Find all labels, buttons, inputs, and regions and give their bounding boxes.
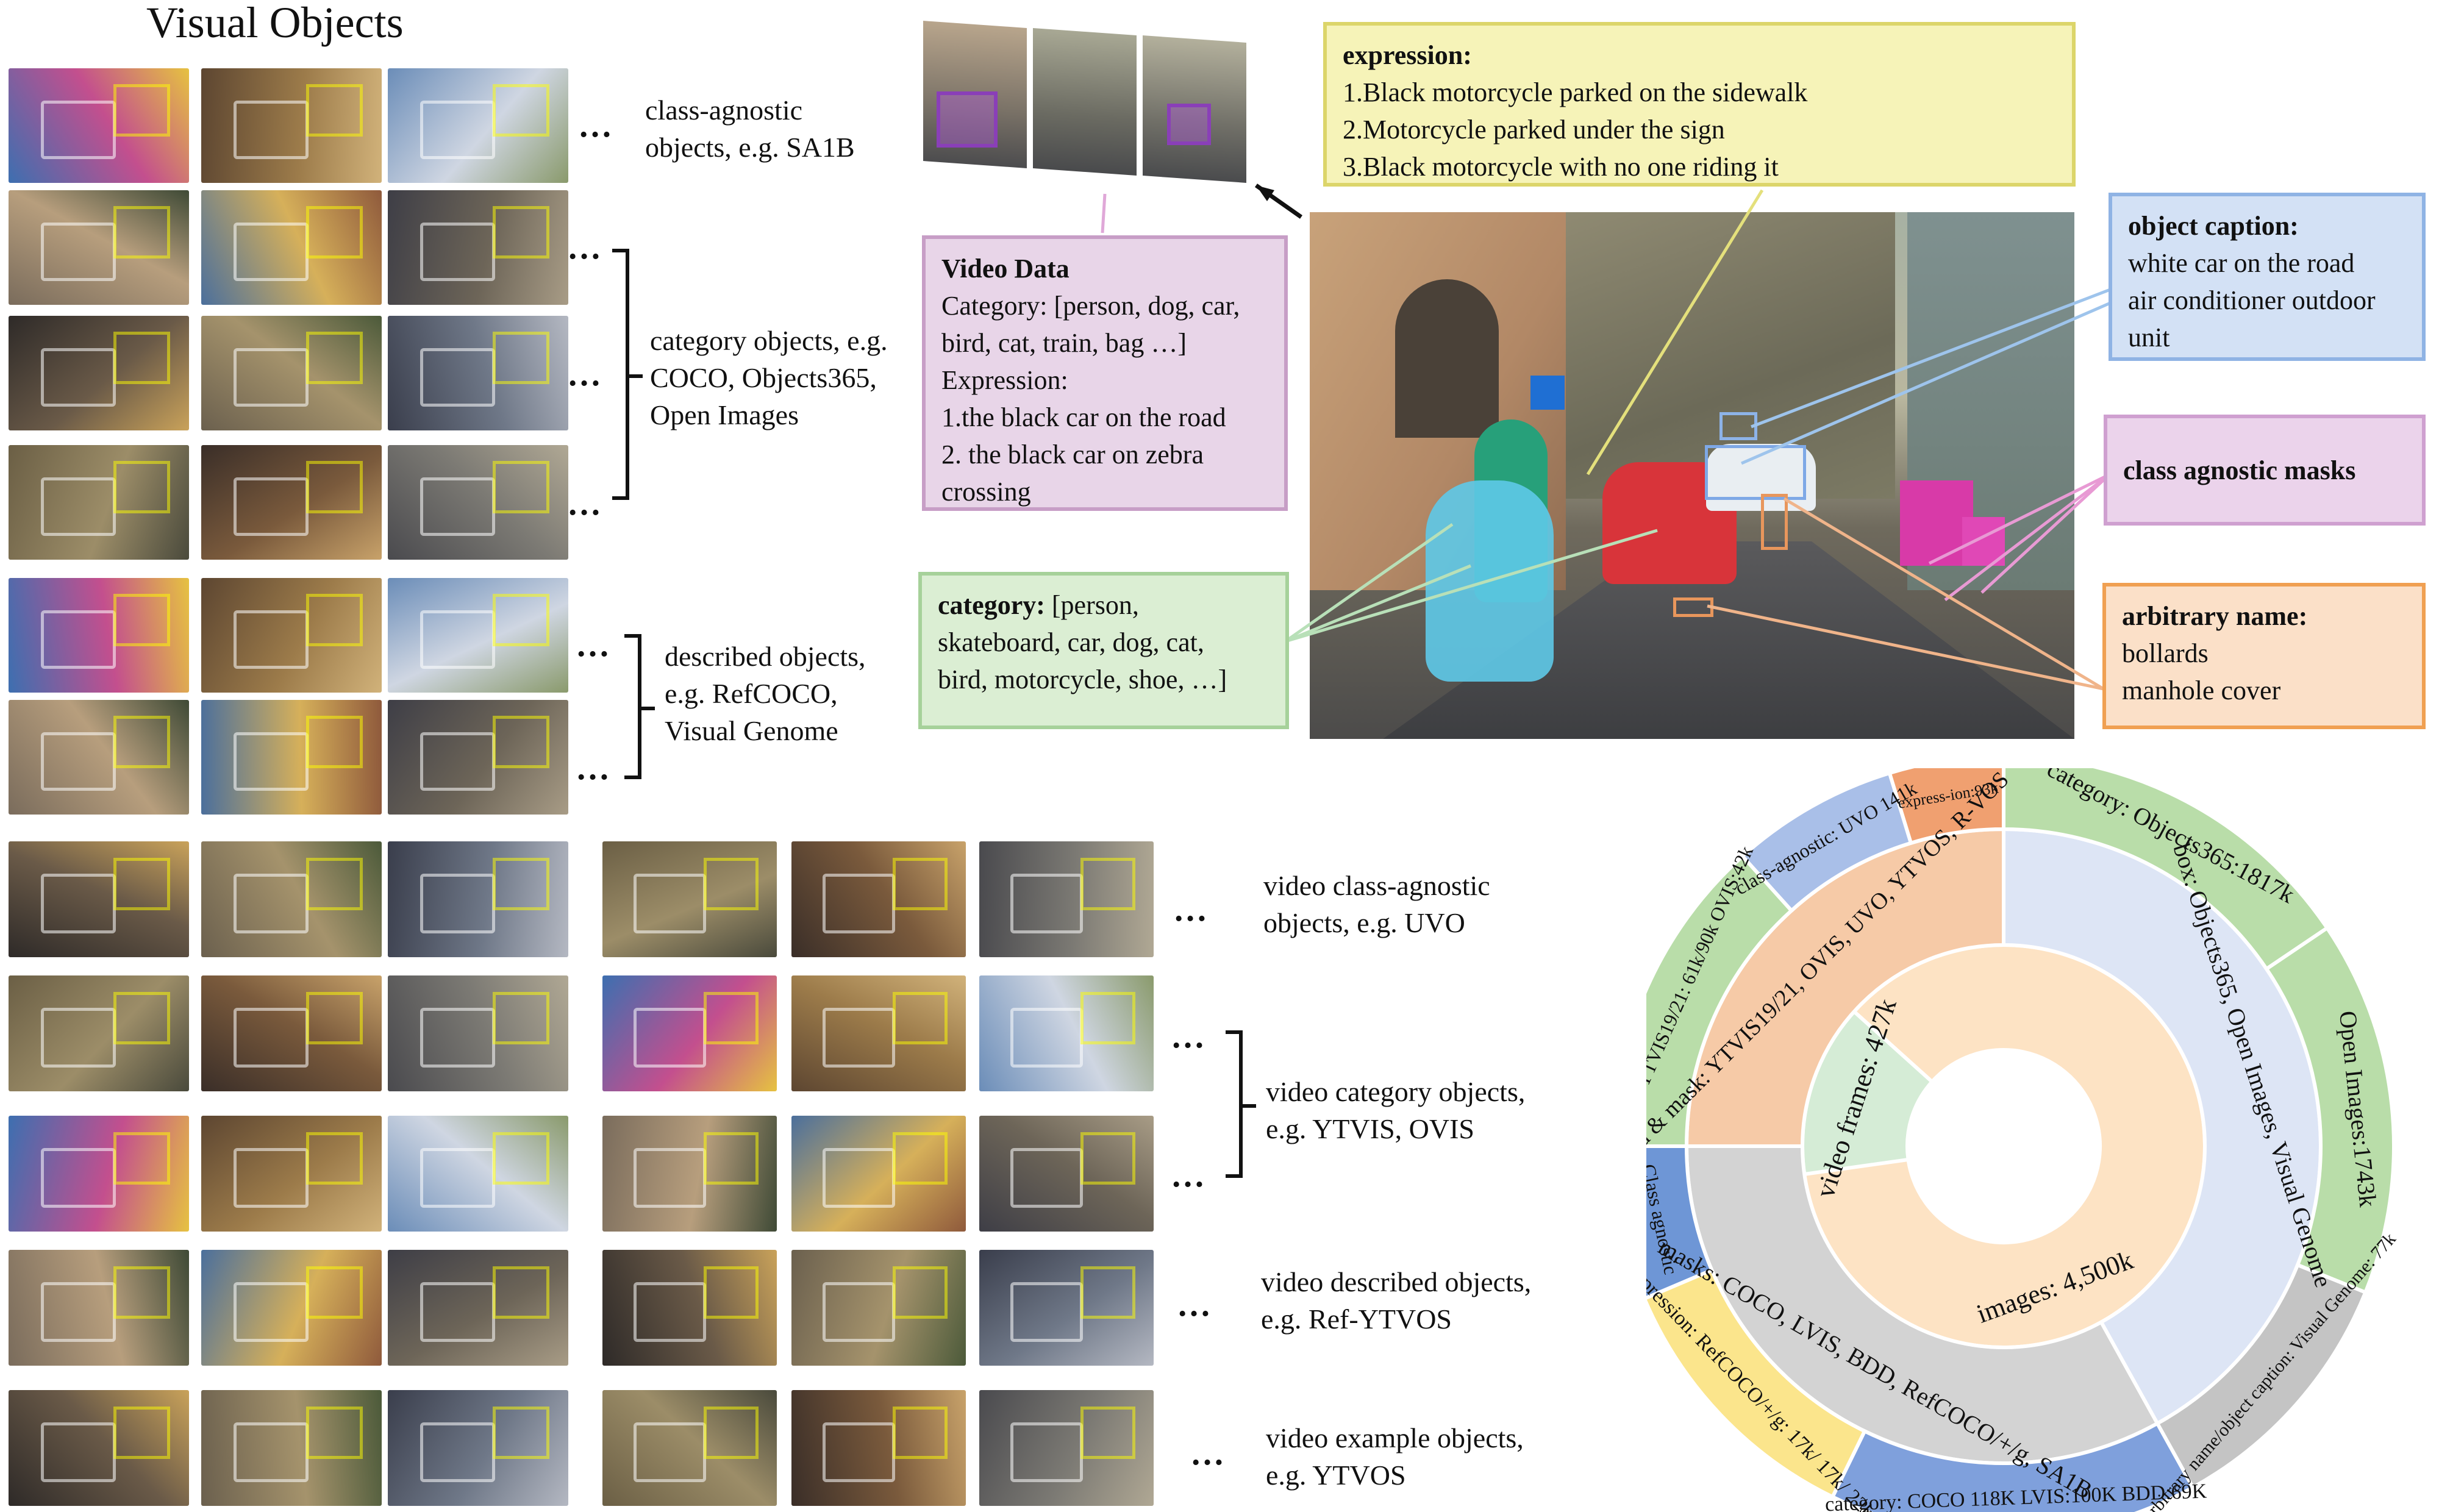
dataset-thumbnail [791,1390,966,1506]
dataset-thumbnail [979,841,1154,957]
category-box-title: category: [938,590,1045,620]
dataset-thumbnail [201,445,382,560]
dataset-thumbnail [388,1250,568,1366]
dataset-thumbnail [979,1390,1154,1506]
dataset-thumbnail [201,700,382,815]
row-label-video-described: video described objects, e.g. Ref-YTVOS [1261,1266,1532,1335]
dataset-thumbnail [388,1116,568,1232]
ellipsis: … [567,485,601,522]
dataset-thumbnail [9,975,189,1091]
arbitrary-name-box: arbitrary name: bollards manhole cover [2102,583,2426,729]
object-caption-body: white car on the road air conditioner ou… [2128,248,2376,352]
row-label-video-category: video category objects, e.g. YTVIS, OVIS [1266,1076,1526,1144]
dataset-thumbnail [9,1250,189,1366]
wedge-expression-refcoco [1646,1268,1868,1500]
dataset-thumbnail [9,578,189,693]
category-box-body: [person, skateboard, car, dog, cat, bird… [938,590,1227,694]
dataset-thumbnail [602,1250,777,1366]
row-label-class-agnostic: class-agnostic objects, e.g. SA1B [645,94,855,163]
expression-box: expression: 1.Black motorcycle parked on… [1323,22,2076,187]
row-label-video-example: video example objects, e.g. YTVOS [1266,1422,1524,1491]
brace [1226,1030,1256,1178]
dataset-thumbnail [201,1250,382,1366]
row-label-video-class-agnostic: video class-agnostic objects, e.g. UVO [1263,870,1490,938]
dataset-thumbnail [388,578,568,693]
wedge-expression-video [1887,768,2005,846]
dataset-thumbnail [791,841,966,957]
video-data-body: Category: [person, dog, car, bird, cat, … [941,291,1240,507]
row-label-category: category objects, e.g. COCO, Objects365,… [650,325,888,430]
row-label-described: described objects, e.g. RefCOCO, Visual … [665,641,866,746]
dataset-thumbnail [388,1390,568,1506]
ellipsis: … [1190,1435,1224,1472]
ellipsis: … [576,626,610,664]
dataset-thumbnail [388,975,568,1091]
ellipsis: … [1177,1286,1211,1324]
dataset-thumbnail [201,841,382,957]
video-data-box: Video Data Category: [person, dog, car, … [922,235,1288,511]
brace [612,249,643,500]
dataset-thumbnail [388,316,568,430]
dataset-thumbnail [388,68,568,183]
dataset-thumbnail [388,700,568,815]
dataset-thumbnail [201,578,382,693]
video-data-title: Video Data [941,254,1070,284]
dataset-thumbnail [388,190,568,305]
dataset-thumbnail [602,975,777,1091]
street-scene-image [1310,212,2074,739]
class-agnostic-masks-box: class agnostic masks [2104,415,2426,526]
dataset-thumbnail [979,1116,1154,1232]
class-agnostic-masks-title: class agnostic masks [2123,455,2356,485]
ellipsis: … [578,107,612,144]
ellipsis: … [567,355,601,393]
object-caption-title: object caption: [2128,211,2299,241]
dataset-thumbnail [9,700,189,815]
dataset-thumbnail [9,1390,189,1506]
dataset-thumbnail [602,1390,777,1506]
dataset-thumbnail [9,841,189,957]
dataset-thumbnail [201,190,382,305]
dataset-thumbnail [979,1250,1154,1366]
dataset-thumbnail [979,975,1154,1091]
ellipsis: … [1171,1018,1205,1055]
dataset-thumbnail [9,68,189,183]
dataset-thumbnail [388,445,568,560]
dataset-thumbnail [791,975,966,1091]
dataset-thumbnail [201,1390,382,1506]
object-caption-box: object caption: white car on the road ai… [2109,193,2426,361]
expression-title: expression: [1343,40,1472,70]
dataset-thumbnail [602,1116,777,1232]
dataset-thumbnail [791,1116,966,1232]
category-box: category: [person, skateboard, car, dog,… [918,572,1289,729]
dataset-thumbnail [201,68,382,183]
dataset-thumbnail [9,1116,189,1232]
dataset-thumbnail [201,1116,382,1232]
arbitrary-name-body: bollards manhole cover [2122,638,2281,705]
wedge-class-agnostic [1646,1144,1715,1300]
ellipsis: … [576,749,610,787]
page-title: Visual Objects [146,0,404,47]
dataset-thumbnail [388,841,568,957]
dataset-thumbnail [201,975,382,1091]
dataset-thumbnail [9,445,189,560]
arbitrary-name-title: arbitrary name: [2122,601,2308,631]
dataset-thumbnail [201,316,382,430]
brace [624,634,655,779]
expression-body: 1.Black motorcycle parked on the sidewal… [1343,77,1808,182]
dataset-thumbnail [791,1250,966,1366]
ellipsis: … [567,229,601,266]
video-frames-strip [923,21,1249,189]
ellipsis: … [1171,1157,1205,1194]
ellipsis: … [1173,891,1207,929]
dataset-thumbnail [9,190,189,305]
dataset-thumbnail [9,316,189,430]
dataset-thumbnail [602,841,777,957]
